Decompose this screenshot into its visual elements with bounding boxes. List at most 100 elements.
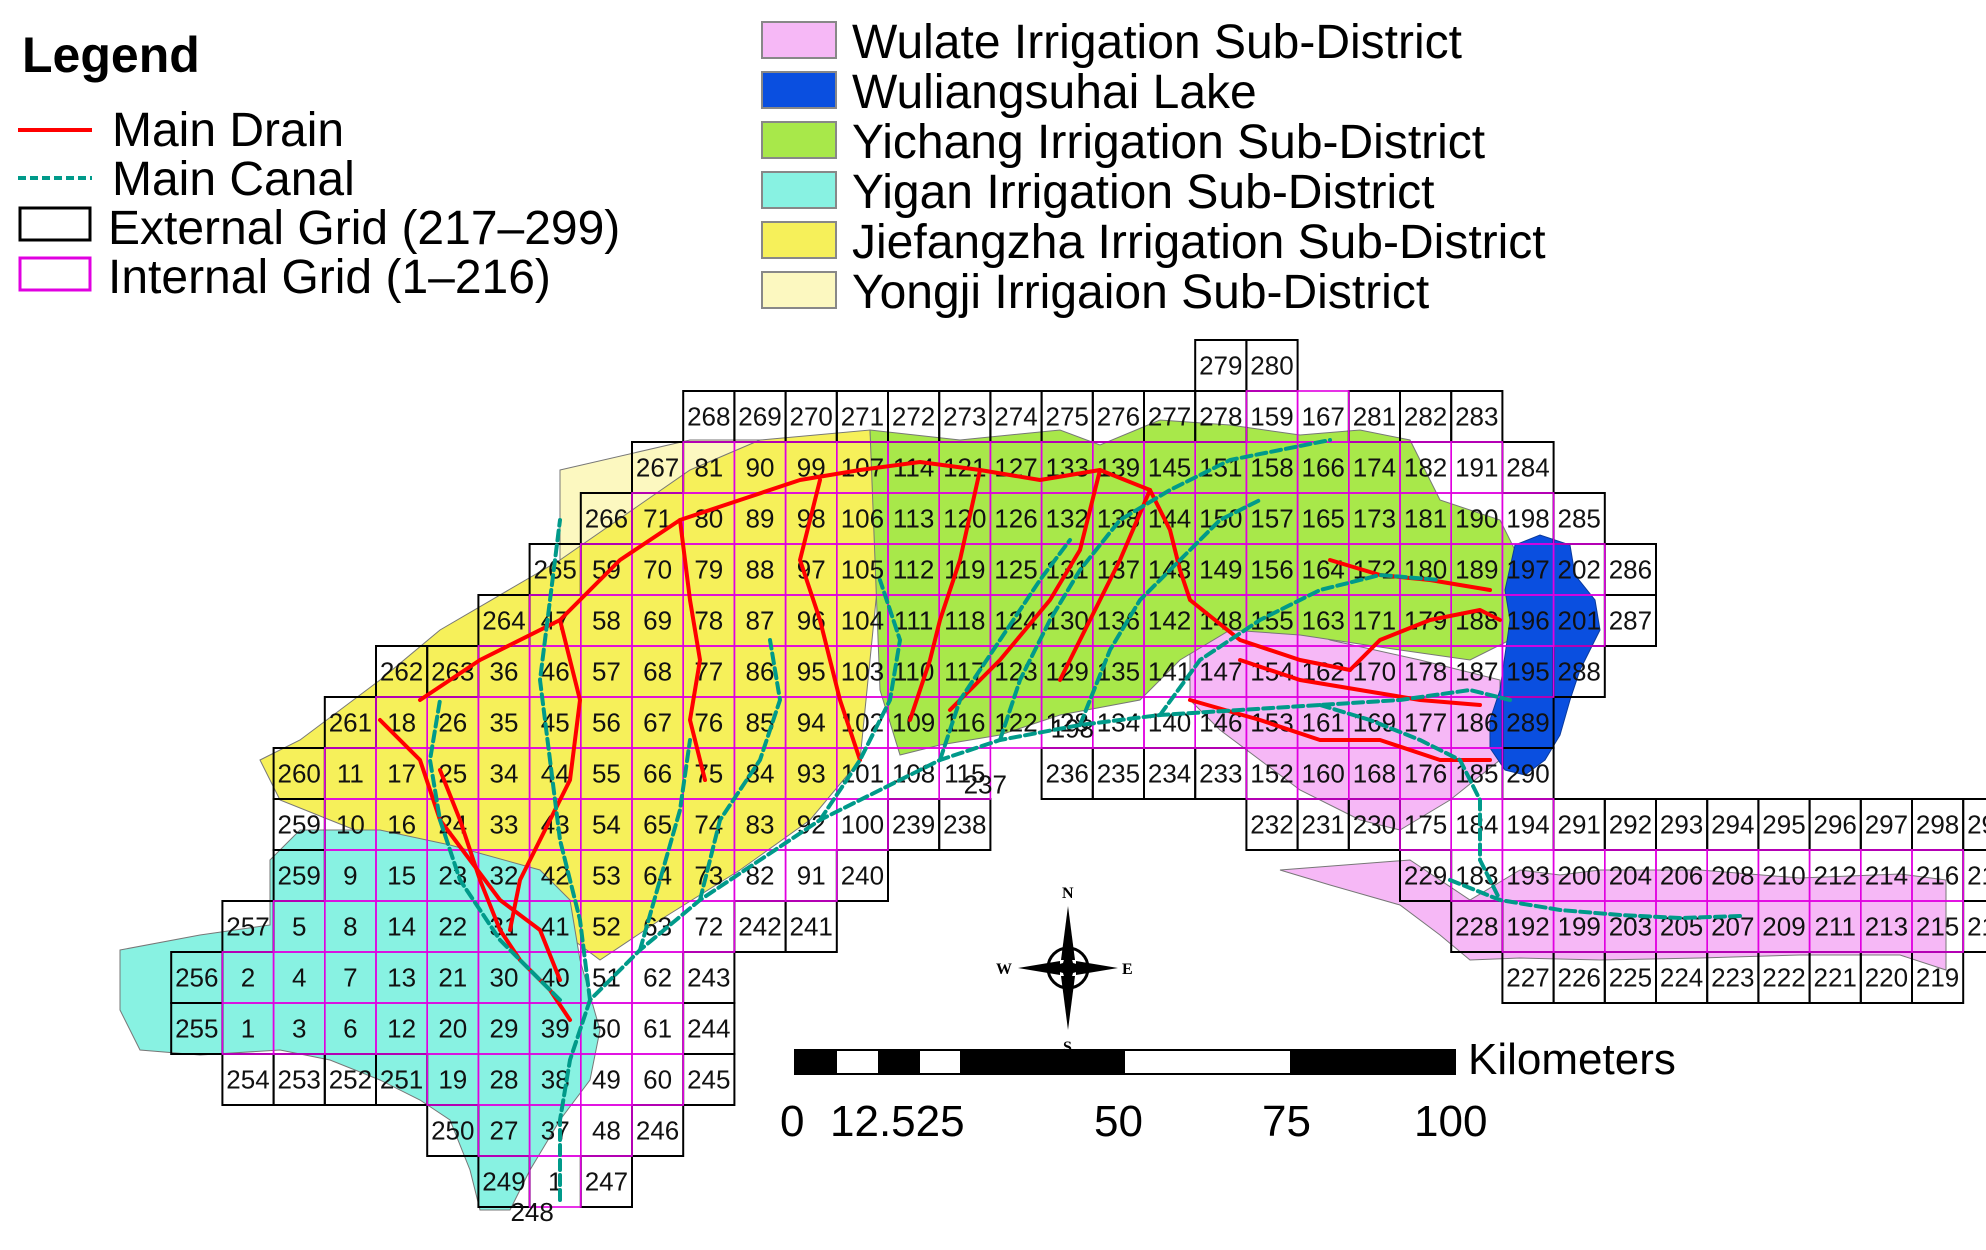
- internal-grid-cell: 72: [682, 900, 736, 953]
- grid-cell-number: 88: [746, 555, 775, 585]
- external-grid-cell: 221: [1808, 951, 1862, 1004]
- internal-grid-cell: 201: [1552, 594, 1606, 647]
- grid-cell-number: 281: [1353, 402, 1396, 432]
- grid-cell-number: 157: [1250, 504, 1293, 534]
- main-canal-east-branch: [1318, 703, 1502, 902]
- scale-unit-label: Kilometers: [1468, 1035, 1676, 1084]
- grid-cell-number: 161: [1302, 708, 1345, 738]
- grid-cell-number: 253: [278, 1065, 321, 1095]
- internal-grid-cell: 157: [1245, 492, 1299, 545]
- external-grid-cell: 295: [1757, 798, 1811, 851]
- grid-cell-number: 211: [1814, 912, 1855, 942]
- grid-cell-number: 19: [438, 1065, 467, 1095]
- internal-grid-cell: 62: [631, 951, 685, 1004]
- grid-cell-number: 208: [1711, 861, 1754, 891]
- grid-cell-number: 219: [1916, 963, 1959, 993]
- grid-cell-number: 214: [1865, 861, 1908, 891]
- legend-main-drain-label: Main Drain: [112, 104, 344, 157]
- main-drain-yichang-1: [908, 468, 982, 722]
- internal-grid-cell: 175: [1399, 798, 1453, 851]
- grid-cell-number: 291: [1558, 810, 1601, 840]
- grid-cell-number: 50: [592, 1014, 621, 1044]
- main-canal-jiefangzha-5: [818, 578, 903, 822]
- grid-cell-number: 194: [1506, 810, 1549, 840]
- grid-cell-number: 53: [592, 861, 621, 891]
- main-drain-yichang-4: [1348, 608, 1502, 672]
- grid-cell-number: 55: [592, 759, 621, 789]
- grid-cell-number: 41: [541, 912, 570, 942]
- grid-cell-number: 242: [738, 912, 781, 942]
- grid-cell-number: 159: [1250, 402, 1293, 432]
- grid-cell-number: 142: [1148, 606, 1191, 636]
- grid-cell-number: 37: [541, 1116, 570, 1146]
- external-grid-cell: 285: [1552, 492, 1606, 545]
- compass-s-label: S: [1063, 1039, 1072, 1056]
- main-canal-yichang-branch-3: [938, 538, 1072, 762]
- internal-grid-cell: 177: [1399, 696, 1453, 749]
- external-grid-cell: 299: [1962, 798, 1986, 851]
- grid-cell-number: 228: [1455, 912, 1498, 942]
- legend-yigan-swatch: [761, 171, 837, 209]
- grid-cell-number: 259: [278, 861, 321, 891]
- main-canal-wulate: [1448, 878, 1742, 921]
- grid-cell-number: 210: [1762, 861, 1805, 891]
- grid-cell-number: 220: [1865, 963, 1908, 993]
- grid-cell-number: 29: [490, 1014, 519, 1044]
- internal-grid-cell: 26: [426, 696, 480, 749]
- external-grid-cell: 235: [1091, 747, 1146, 800]
- grid-cell-number: 293: [1660, 810, 1703, 840]
- grid-cell-number: 34: [490, 759, 519, 789]
- grid-cell-number: 70: [643, 555, 672, 585]
- grid-cell-number: 191: [1455, 453, 1498, 483]
- grid-cell-number: 132: [1046, 504, 1089, 534]
- external-grid-cell: 240: [835, 849, 889, 902]
- external-grid-cell: 293: [1655, 798, 1709, 851]
- grid-cell-number: 234: [1148, 759, 1191, 789]
- external-grid-cell: 227: [1501, 951, 1555, 1004]
- grid-cell-number: 199: [1558, 912, 1601, 942]
- external-grid-cell: 253: [272, 1053, 326, 1106]
- grid-cell-number: 259: [278, 810, 321, 840]
- grid-cell-number: 36: [490, 657, 519, 687]
- grid-cell-number: 68: [643, 657, 672, 687]
- main-canal-yichang-north: [998, 438, 1332, 742]
- grid-cell-number: 51: [592, 963, 621, 993]
- grid-cell-number: 91: [797, 861, 826, 891]
- grid-cell-number: 111: [894, 606, 934, 636]
- grid-cell-number: 27: [490, 1116, 519, 1146]
- legend-internal-grid-swatch: [18, 256, 92, 292]
- external-grid-cell: 268: [682, 390, 736, 443]
- grid-cell-number: 193: [1506, 861, 1549, 891]
- internal-grid-cell: 152: [1245, 747, 1299, 800]
- internal-grid-cell: 216: [1911, 849, 1965, 902]
- main-drains: [378, 460, 1502, 1022]
- grid-cell-number: 169: [1353, 708, 1396, 738]
- compass-arrow-n: [1061, 906, 1075, 960]
- grid-cell-number: 59: [592, 555, 621, 585]
- grid-cell-number: 149: [1199, 555, 1242, 585]
- scale-label-50: 50: [1094, 1097, 1143, 1146]
- grid-cell-number: 106: [841, 504, 884, 534]
- grid-cell-number: 145: [1148, 453, 1191, 483]
- grid-cell-number: 269: [738, 402, 781, 432]
- compass-star: [1046, 946, 1090, 990]
- grid-cell-border: [1911, 900, 1965, 953]
- grid-cell-number: 273: [943, 402, 986, 432]
- grid-cell-number: 261: [329, 708, 372, 738]
- internal-grid-cell: 213: [1860, 900, 1913, 953]
- grid-cell-number: 247: [585, 1167, 628, 1197]
- grid-cell-number: 254: [226, 1065, 269, 1095]
- internal-grid-cell: 191: [1450, 441, 1504, 494]
- grid-cell-number: 187: [1455, 657, 1498, 687]
- legend: Legend Main Drain Main Canal External Gr…: [18, 16, 1546, 319]
- grid-cell-number: 288: [1558, 657, 1601, 687]
- main-canal-jiefangzha-4: [427, 698, 562, 1002]
- grid-cell-number: 156: [1250, 555, 1293, 585]
- external-grid-cell: 256: [170, 951, 224, 1004]
- scale-seg-4: [1290, 1050, 1455, 1074]
- external-grid-cell: 243: [682, 951, 736, 1004]
- grid-cell-number: 255: [175, 1014, 218, 1044]
- internal-grid-cell: 199: [1552, 900, 1606, 953]
- external-grid-cell: 228: [1450, 900, 1504, 953]
- grid-cell-number: 282: [1404, 402, 1447, 432]
